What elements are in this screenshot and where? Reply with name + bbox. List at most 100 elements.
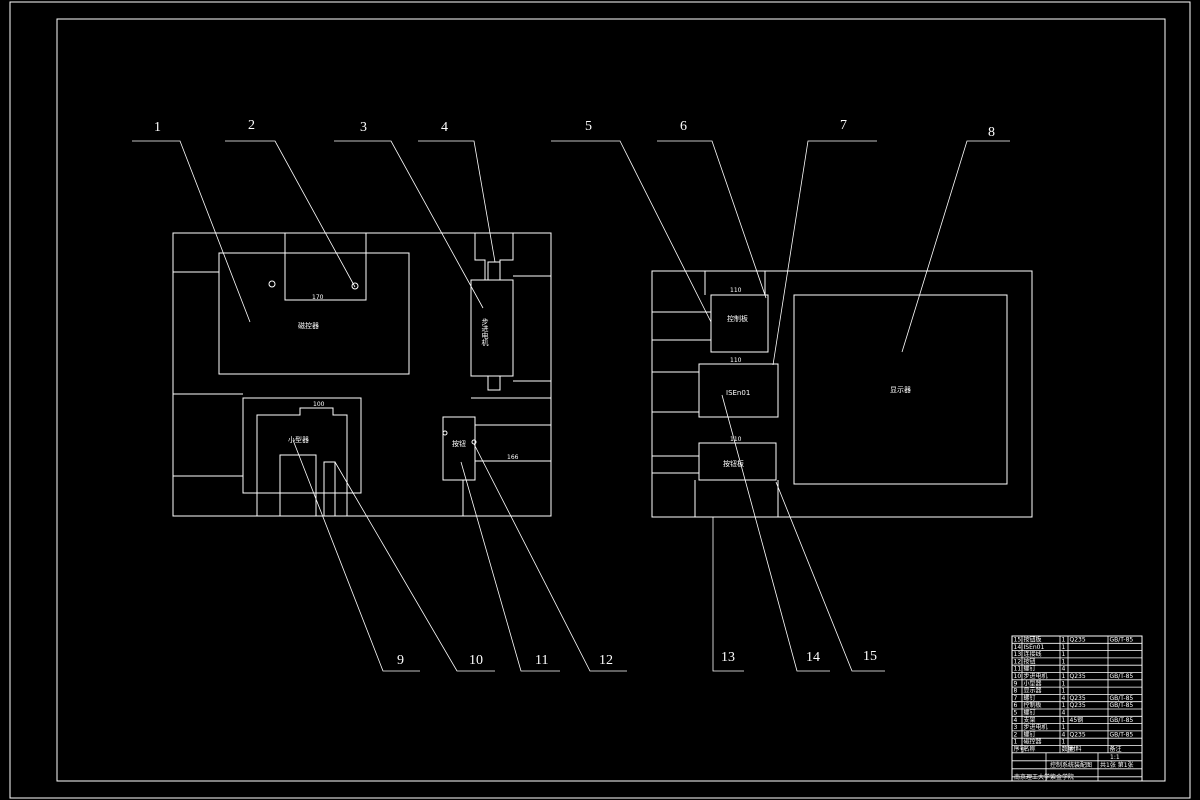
leader-5 [551,140,712,323]
parts-cell: ISEn01 [1024,644,1045,651]
dim-170: 170 [312,294,324,301]
parts-cell: 1 [1062,651,1066,658]
parts-cell: 1 [1062,673,1066,680]
parts-cell: Q235 [1070,702,1086,709]
dim-100: 100 [313,401,325,408]
parts-cell: 控制板 [1024,701,1042,709]
shaft-top [487,261,501,281]
callout-13: 13 [721,650,735,665]
parts-cell: 6 [1014,702,1018,709]
parts-cell: 螺钉 [1024,665,1036,673]
leader-13 [712,517,744,672]
callout-7: 7 [840,118,847,133]
callout-6: 6 [680,119,687,134]
leader-6 [657,140,767,299]
parts-cell: 12 [1014,658,1022,665]
callout-10: 10 [469,653,483,668]
header-cell: 序号 [1014,745,1026,753]
callout-9: 9 [397,653,404,668]
parts-cell: 4 [1062,695,1066,702]
dim-110a: 110 [730,287,742,294]
leader-11 [460,461,560,672]
parts-cell: 1 [1062,739,1066,746]
leader-9 [292,439,420,672]
parts-cell: 步进电机 [1024,723,1048,731]
callout-numbers: 1 2 3 4 5 6 7 8 9 10 11 12 13 14 15 [154,118,995,668]
parts-cell: 5 [1014,710,1018,717]
callout-15: 15 [863,649,877,664]
parts-cell: 显示器 [1024,688,1042,695]
parts-cell: 7 [1014,695,1018,702]
parts-cell: 1 [1062,688,1066,695]
box-15-button-board [698,442,777,481]
parts-cell: 磁控器 [1024,738,1042,746]
school-name: 南京理工大学紫金学院 [1014,773,1074,781]
dim-110b: 110 [730,357,742,364]
leader-15 [775,481,885,672]
inner-frame [56,18,1166,782]
parts-cell: 45钢 [1070,716,1084,724]
parts-cell: GB/T-85 [1110,695,1134,702]
leader-14 [721,394,830,672]
callout-5: 5 [585,119,592,134]
box-8-label: 显示器 [890,386,911,394]
parts-cell: 螺钉 [1024,709,1036,717]
parts-cell: Q235 [1070,695,1086,702]
leader-2 [225,140,356,288]
parts-cell: 1 [1062,658,1066,665]
outer-frame [9,1,1191,799]
leader-8 [901,140,1010,353]
box-1-label: 磁控器 [298,321,319,330]
leader-12 [473,443,627,672]
parts-cell: 9 [1014,680,1018,687]
parts-cell: GB/T-85 [1110,637,1134,644]
leader-4 [418,140,496,263]
box-9-slot-2 [323,461,336,516]
callout-14: 14 [806,650,820,665]
parts-cell: 2 [1014,731,1018,738]
callout-8: 8 [988,125,995,140]
callout-11: 11 [535,653,548,668]
parts-cell: GB/T-85 [1110,717,1134,724]
parts-cell: 4 [1014,717,1018,724]
parts-cell: 1 [1062,637,1066,644]
right-panel: 控制板 110 ISEn01 110 按钮板 110 显示器 [651,270,1033,518]
parts-cell: 步进电机 [1024,672,1048,680]
parts-cell: 13 [1014,651,1022,658]
parts-cell: 支架 [1024,716,1036,724]
parts-cell: 连接线 [1024,650,1042,658]
parts-cell: 1 [1062,724,1066,731]
left-panel: 磁控器 170 步进电机 小型器 100 按钮 166 [172,232,552,517]
box-3-label: 步进电机 [481,318,489,347]
header-cell: 数量 [1062,745,1074,753]
parts-cell: 小型器 [1024,679,1042,687]
header-cell: 备注 [1110,745,1122,753]
parts-cell: 按钮板 [1024,636,1042,644]
parts-cell: 11 [1014,666,1022,673]
screw-hole-2b [351,282,359,290]
leader-lines [132,140,1010,672]
parts-cell: Q235 [1070,673,1086,680]
parts-cell: 3 [1014,724,1018,731]
leader-7 [772,140,877,366]
parts-cell: Q235 [1070,731,1086,738]
screw-hole-2a [268,280,276,288]
parts-cell: 1 [1062,680,1066,687]
callout-12: 12 [599,653,613,668]
box-9-label: 小型器 [288,435,309,444]
parts-cell: 4 [1062,666,1066,673]
dim-166: 166 [507,454,519,461]
parts-cell: GB/T-85 [1110,702,1134,709]
box-9-enclosure [242,397,362,494]
box-1-magnetic-controller [218,252,410,375]
parts-cell: GB/T-85 [1110,673,1134,680]
dim-110c: 110 [730,436,742,443]
parts-cell: 1 [1062,644,1066,651]
notch-top-left [284,233,367,301]
box-12-button [442,416,476,481]
leader-3 [334,140,484,309]
box-3-stepper-motor [470,279,514,377]
parts-cell: 螺钉 [1024,694,1036,702]
